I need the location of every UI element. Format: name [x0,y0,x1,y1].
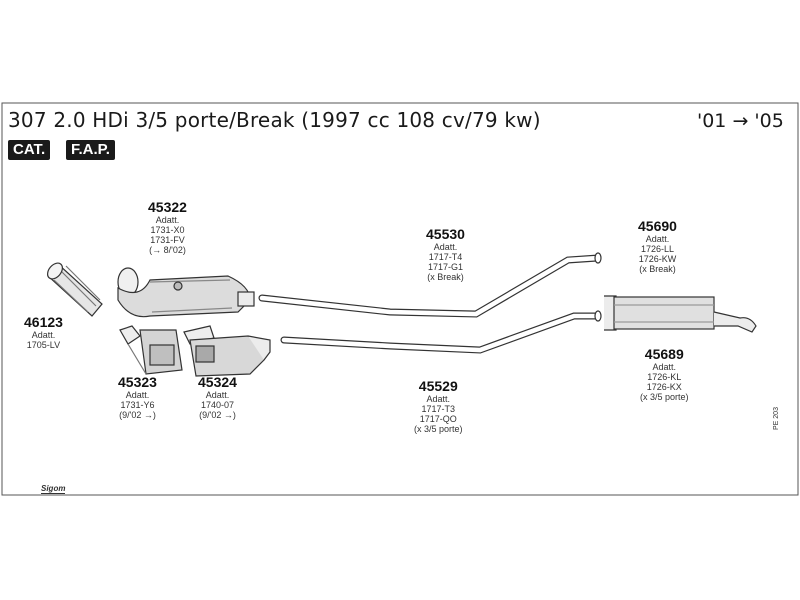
reference-code: PE 203 [773,407,780,430]
part-label-45322: 45322 Adatt. 1731-X0 1731-FV (→ 8/'02) [148,199,187,255]
rear-silencer-45690[interactable] [604,295,757,333]
pipe-45530[interactable] [258,252,602,318]
part-label-45323: 45323 Adatt. 1731-Y6 (9/'02 →) [118,374,157,420]
catalyst-45322[interactable] [117,267,255,318]
part-label-46123: 46123 Adatt. 1705-LV [24,314,63,350]
part-label-45530: 45530 Adatt. 1717-T4 1717-G1 (x Break) [426,226,465,282]
brand-logo: Sigom [41,484,66,494]
flex-pipe-46123[interactable] [45,260,103,317]
part-label-45324: 45324 Adatt. 1740-07 (9/'02 →) [198,374,237,420]
page-title: 307 2.0 HDi 3/5 porte/Break (1997 cc 108… [8,108,541,132]
part-label-45690: 45690 Adatt. 1726-LL 1726-KW (x Break) [638,218,677,274]
catalyst-45324[interactable] [183,325,271,377]
pipe-45529[interactable] [280,310,602,354]
part-label-45689: 45689 Adatt. 1726-KL 1726-KX (x 3/5 port… [640,346,689,402]
part-label-45529: 45529 Adatt. 1717-T3 1717-QO (x 3/5 port… [414,378,463,434]
fap-badge: F.A.P. [66,140,115,160]
catalyst-45323[interactable] [119,325,183,375]
cat-badge: CAT. [8,140,51,160]
year-range: '01 → '05 [697,110,784,132]
